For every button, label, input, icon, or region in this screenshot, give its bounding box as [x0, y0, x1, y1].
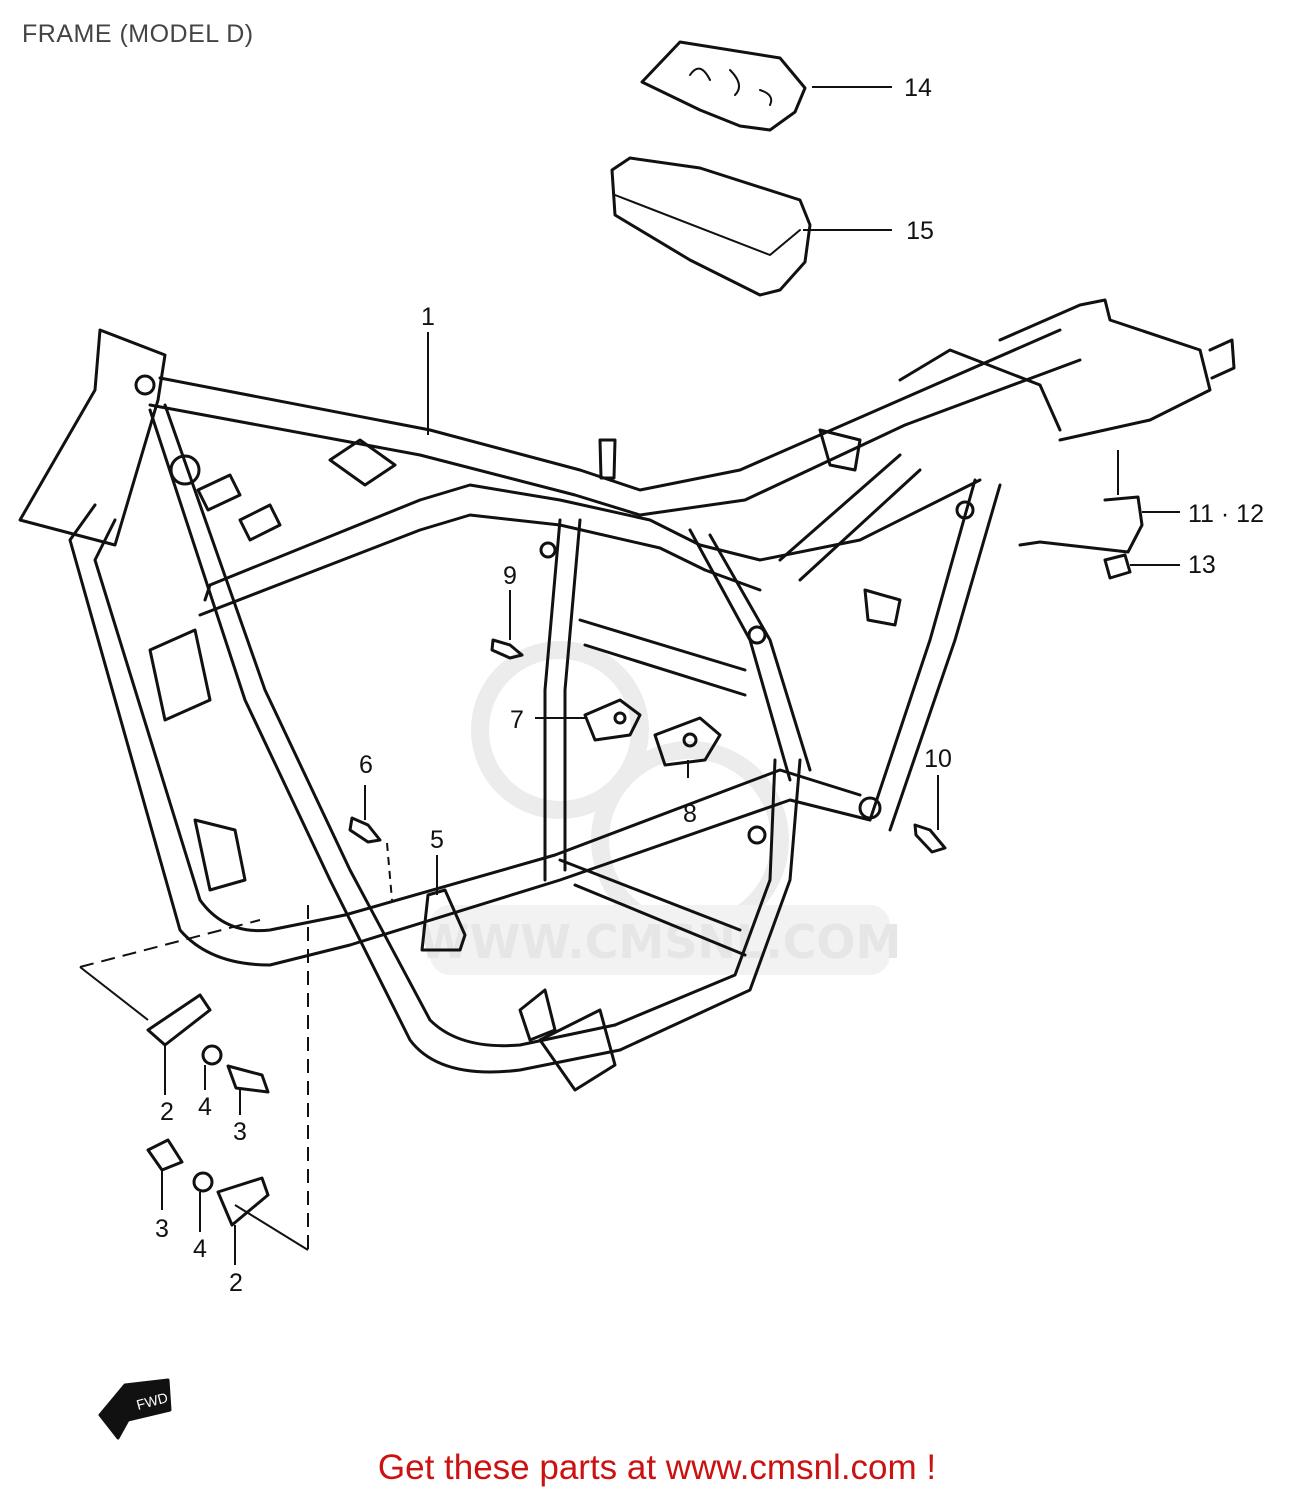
page-title: FRAME (MODEL D) [22, 20, 254, 48]
boss-c [747, 625, 767, 645]
rear-strut-right [888, 483, 1002, 832]
seat-rail [998, 298, 1212, 442]
bracket-g [193, 818, 247, 892]
part-3-bolt-upper [226, 1064, 270, 1094]
boss-f [747, 825, 767, 845]
part-6-bolt [348, 816, 382, 844]
leader-lines [79, 86, 1180, 1265]
down-tube-right-outer [148, 408, 622, 1074]
cross-tube-mid-b [583, 643, 747, 697]
callout-8: 8 [683, 800, 697, 828]
rear-tube-a-right [563, 518, 582, 872]
part-5-plate [420, 888, 467, 952]
inner-rail-lower [198, 513, 762, 617]
part-11-12-strap [1018, 495, 1144, 554]
bracket-d [818, 428, 862, 472]
boss-d [858, 796, 882, 820]
fwd-arrow-icon [98, 1378, 172, 1440]
bracket-e [863, 588, 902, 627]
callout-4a: 4 [198, 1093, 212, 1121]
callout-5: 5 [430, 826, 444, 854]
cradle-rail-left-inner [343, 768, 862, 917]
part-4-washer-upper [201, 1044, 223, 1066]
seat-rail-crossmember [898, 348, 1062, 432]
bracket-b [238, 503, 282, 542]
callout-2b: 2 [229, 1269, 243, 1297]
callout-2a: 2 [160, 1098, 174, 1126]
cradle-rail-right-outer [618, 758, 802, 1052]
part-15-tool-case [610, 156, 812, 297]
boss-a [169, 454, 201, 486]
inner-rail-upper [203, 478, 982, 602]
steering-stem-hole [134, 374, 156, 396]
callout-6: 6 [359, 751, 373, 779]
rear-tab [1208, 338, 1236, 380]
callout-1: 1 [421, 303, 435, 331]
part-10-bolt [913, 823, 947, 854]
callout-9: 9 [503, 562, 517, 590]
part-3-bolt-lower [146, 1138, 184, 1172]
bracket-a [196, 473, 242, 512]
callout-10: 10 [924, 745, 952, 773]
part-15-edge [614, 194, 801, 256]
callout-7: 7 [510, 706, 524, 734]
part-7-plate [583, 698, 642, 742]
boss-b [539, 541, 557, 559]
part-8-plate [653, 716, 722, 767]
watermark-text: WWW.CMSNL.COM [419, 915, 902, 969]
rear-brace-b [798, 468, 922, 582]
part-9-bolt [490, 638, 524, 660]
part-7-hole [613, 711, 627, 725]
bracket-h [518, 988, 557, 1042]
down-tube-left-outer [68, 503, 352, 967]
bracket-f [148, 628, 212, 722]
boss-e [955, 500, 975, 520]
callout-11-12: 11 · 12 [1188, 500, 1264, 528]
tank-mount-bracket [598, 438, 617, 480]
callout-15: 15 [906, 217, 934, 245]
callout-3a: 3 [233, 1118, 247, 1146]
rear-tube-a-left [543, 518, 562, 882]
down-tube-right-inner [163, 403, 617, 1048]
part-8-hole [682, 732, 698, 748]
rear-brace-a [778, 453, 902, 562]
top-tube-upper [158, 328, 1062, 492]
callout-13: 13 [1188, 551, 1216, 579]
fwd-label: FWD [135, 1389, 170, 1413]
rear-strut-left [868, 478, 977, 822]
bracket-c [328, 438, 397, 487]
cross-tube-lower-a [558, 858, 742, 932]
part-14-markings [689, 67, 773, 106]
top-tube-lower [148, 358, 1082, 517]
footrest-bracket [538, 1008, 617, 1092]
cradle-rail-right-inner [613, 758, 777, 1027]
head-gusset [18, 328, 167, 547]
part-13-bolt [1103, 553, 1132, 580]
callout-14: 14 [904, 74, 932, 102]
callout-4b: 4 [193, 1235, 207, 1263]
promo-link[interactable]: Get these parts at www.cmsnl.com ! [377, 1448, 937, 1487]
rear-tube-b-right [708, 533, 812, 772]
part-2-plate-lower [216, 1176, 270, 1227]
watermark: WWW.CMSNL.COM [419, 641, 902, 975]
down-tube-left-inner [93, 518, 347, 933]
callout-3b: 3 [155, 1215, 169, 1243]
part-4-washer-lower [192, 1171, 214, 1193]
cross-tube-lower-b [573, 883, 747, 957]
cross-tube-mid-a [578, 618, 747, 672]
part-14-tool-bag [640, 40, 807, 132]
part-2-plate-upper [146, 993, 212, 1047]
